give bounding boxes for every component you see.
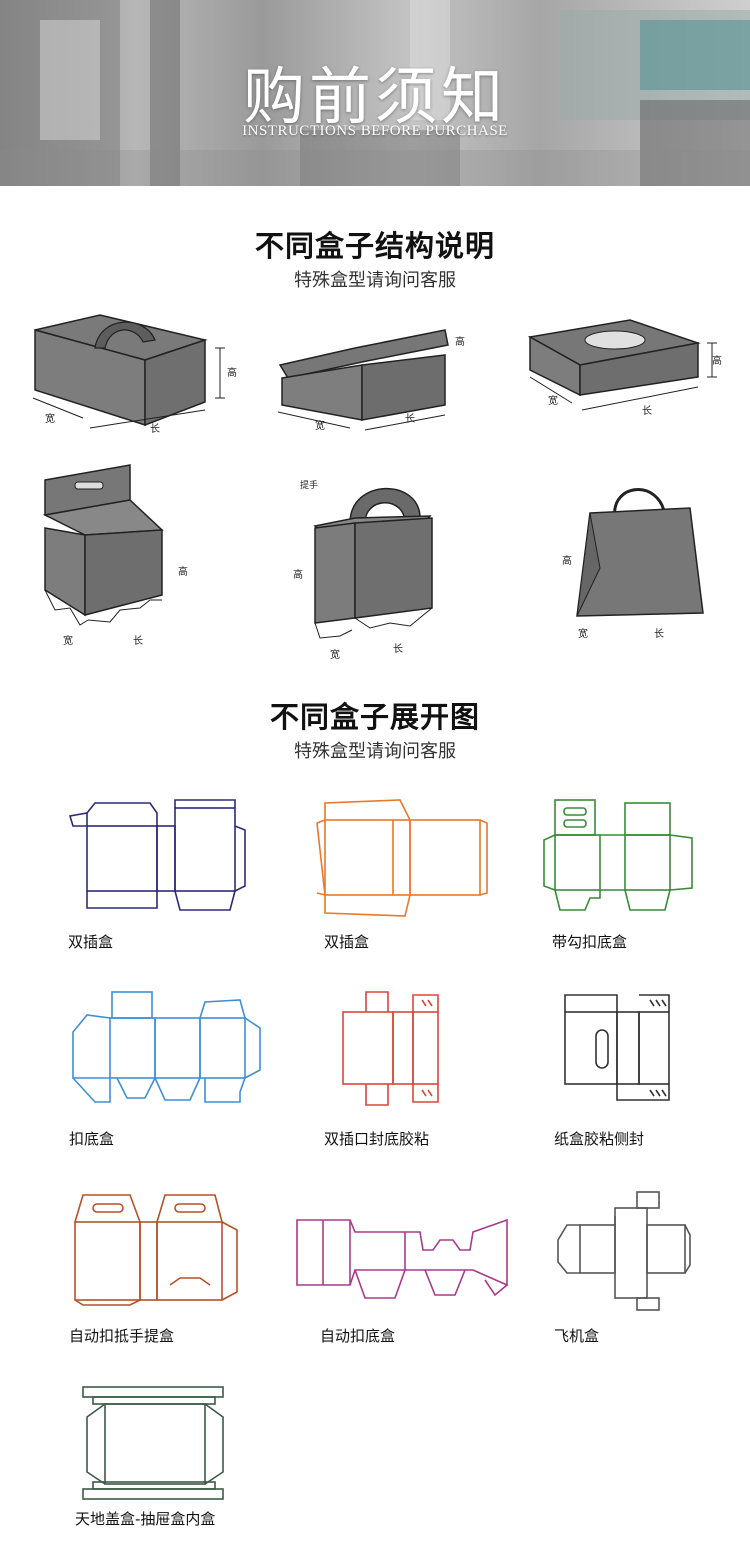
height-label: 高 bbox=[455, 337, 465, 348]
height-label: 高 bbox=[562, 556, 572, 567]
height-label: 高 bbox=[293, 570, 303, 581]
structure-section-title: 不同盒子结构说明 bbox=[254, 229, 495, 263]
gable-handle-box-illustration bbox=[313, 487, 433, 639]
height-label: 高 bbox=[712, 356, 722, 367]
banner-bg-block bbox=[300, 130, 460, 186]
banner-bg-block bbox=[640, 20, 750, 90]
structure-section-subtitle: 特殊盒型请询问客服 bbox=[294, 270, 456, 291]
dieline-caption: 双插口封底胶粘 bbox=[324, 1130, 430, 1148]
banner-bg-block bbox=[150, 0, 180, 186]
banner-title: 购前须知 bbox=[242, 60, 507, 133]
tissue-box-illustration bbox=[527, 319, 717, 411]
banner-bg-block bbox=[40, 20, 100, 140]
dieline-section-subtitle: 特殊盒型请询问客服 bbox=[294, 741, 456, 762]
dieline-double-tuck-1 bbox=[68, 799, 246, 911]
paper-bag-illustration bbox=[576, 488, 704, 617]
dieline-caption: 双插盒 bbox=[68, 933, 114, 951]
dieline-caption: 天地盖盒-抽屉盒内盒 bbox=[75, 1510, 216, 1528]
banner-bg-block bbox=[0, 150, 750, 186]
dieline-side-glued bbox=[564, 994, 670, 1101]
length-label: 长 bbox=[405, 414, 415, 425]
width-label: 宽 bbox=[63, 636, 73, 647]
dieline-caption: 带勾扣底盒 bbox=[552, 933, 628, 951]
height-label: 高 bbox=[178, 567, 188, 578]
hang-tab-box-illustration bbox=[42, 464, 164, 626]
dieline-drawer-inner-box bbox=[82, 1386, 224, 1500]
length-label: 长 bbox=[642, 406, 652, 417]
banner-bg-block bbox=[640, 100, 750, 186]
banner-subtitle: INSTRUCTIONS BEFORE PURCHASE bbox=[242, 123, 508, 139]
open-lid-box-illustration bbox=[277, 329, 449, 431]
dieline-auto-lock-handle bbox=[74, 1194, 238, 1306]
dieline-caption: 自动扣底盒 bbox=[320, 1327, 396, 1345]
dieline-mailer-box bbox=[557, 1191, 691, 1311]
header-banner: 购前须知 INSTRUCTIONS BEFORE PURCHASE bbox=[0, 0, 750, 186]
dieline-caption: 飞机盒 bbox=[554, 1327, 600, 1345]
dieline-hook-bottom bbox=[543, 799, 693, 911]
dieline-caption: 自动扣抵手提盒 bbox=[69, 1327, 175, 1345]
width-label: 宽 bbox=[330, 650, 340, 661]
width-label: 宽 bbox=[578, 629, 588, 640]
dieline-auto-lock-bottom bbox=[296, 1218, 508, 1299]
handle-box-illustration bbox=[32, 314, 225, 429]
dieline-caption: 纸盒胶粘侧封 bbox=[554, 1130, 645, 1148]
width-label: 宽 bbox=[315, 421, 325, 432]
width-label: 宽 bbox=[548, 396, 558, 407]
height-label: 高 bbox=[227, 368, 237, 379]
dieline-section-title: 不同盒子展开图 bbox=[269, 700, 480, 734]
dieline-double-tuck-2 bbox=[316, 799, 488, 917]
handle-label: 提手 bbox=[300, 481, 319, 491]
length-label: 长 bbox=[150, 424, 160, 435]
length-label: 长 bbox=[133, 636, 143, 647]
length-label: 长 bbox=[654, 629, 664, 640]
dieline-double-tuck-glued bbox=[342, 991, 439, 1106]
width-label: 宽 bbox=[45, 414, 55, 425]
length-label: 长 bbox=[393, 644, 403, 655]
banner-bg-block bbox=[410, 0, 450, 120]
dieline-lock-bottom bbox=[72, 991, 261, 1103]
dieline-caption: 扣底盒 bbox=[69, 1130, 115, 1148]
dieline-caption: 双插盒 bbox=[324, 933, 370, 951]
